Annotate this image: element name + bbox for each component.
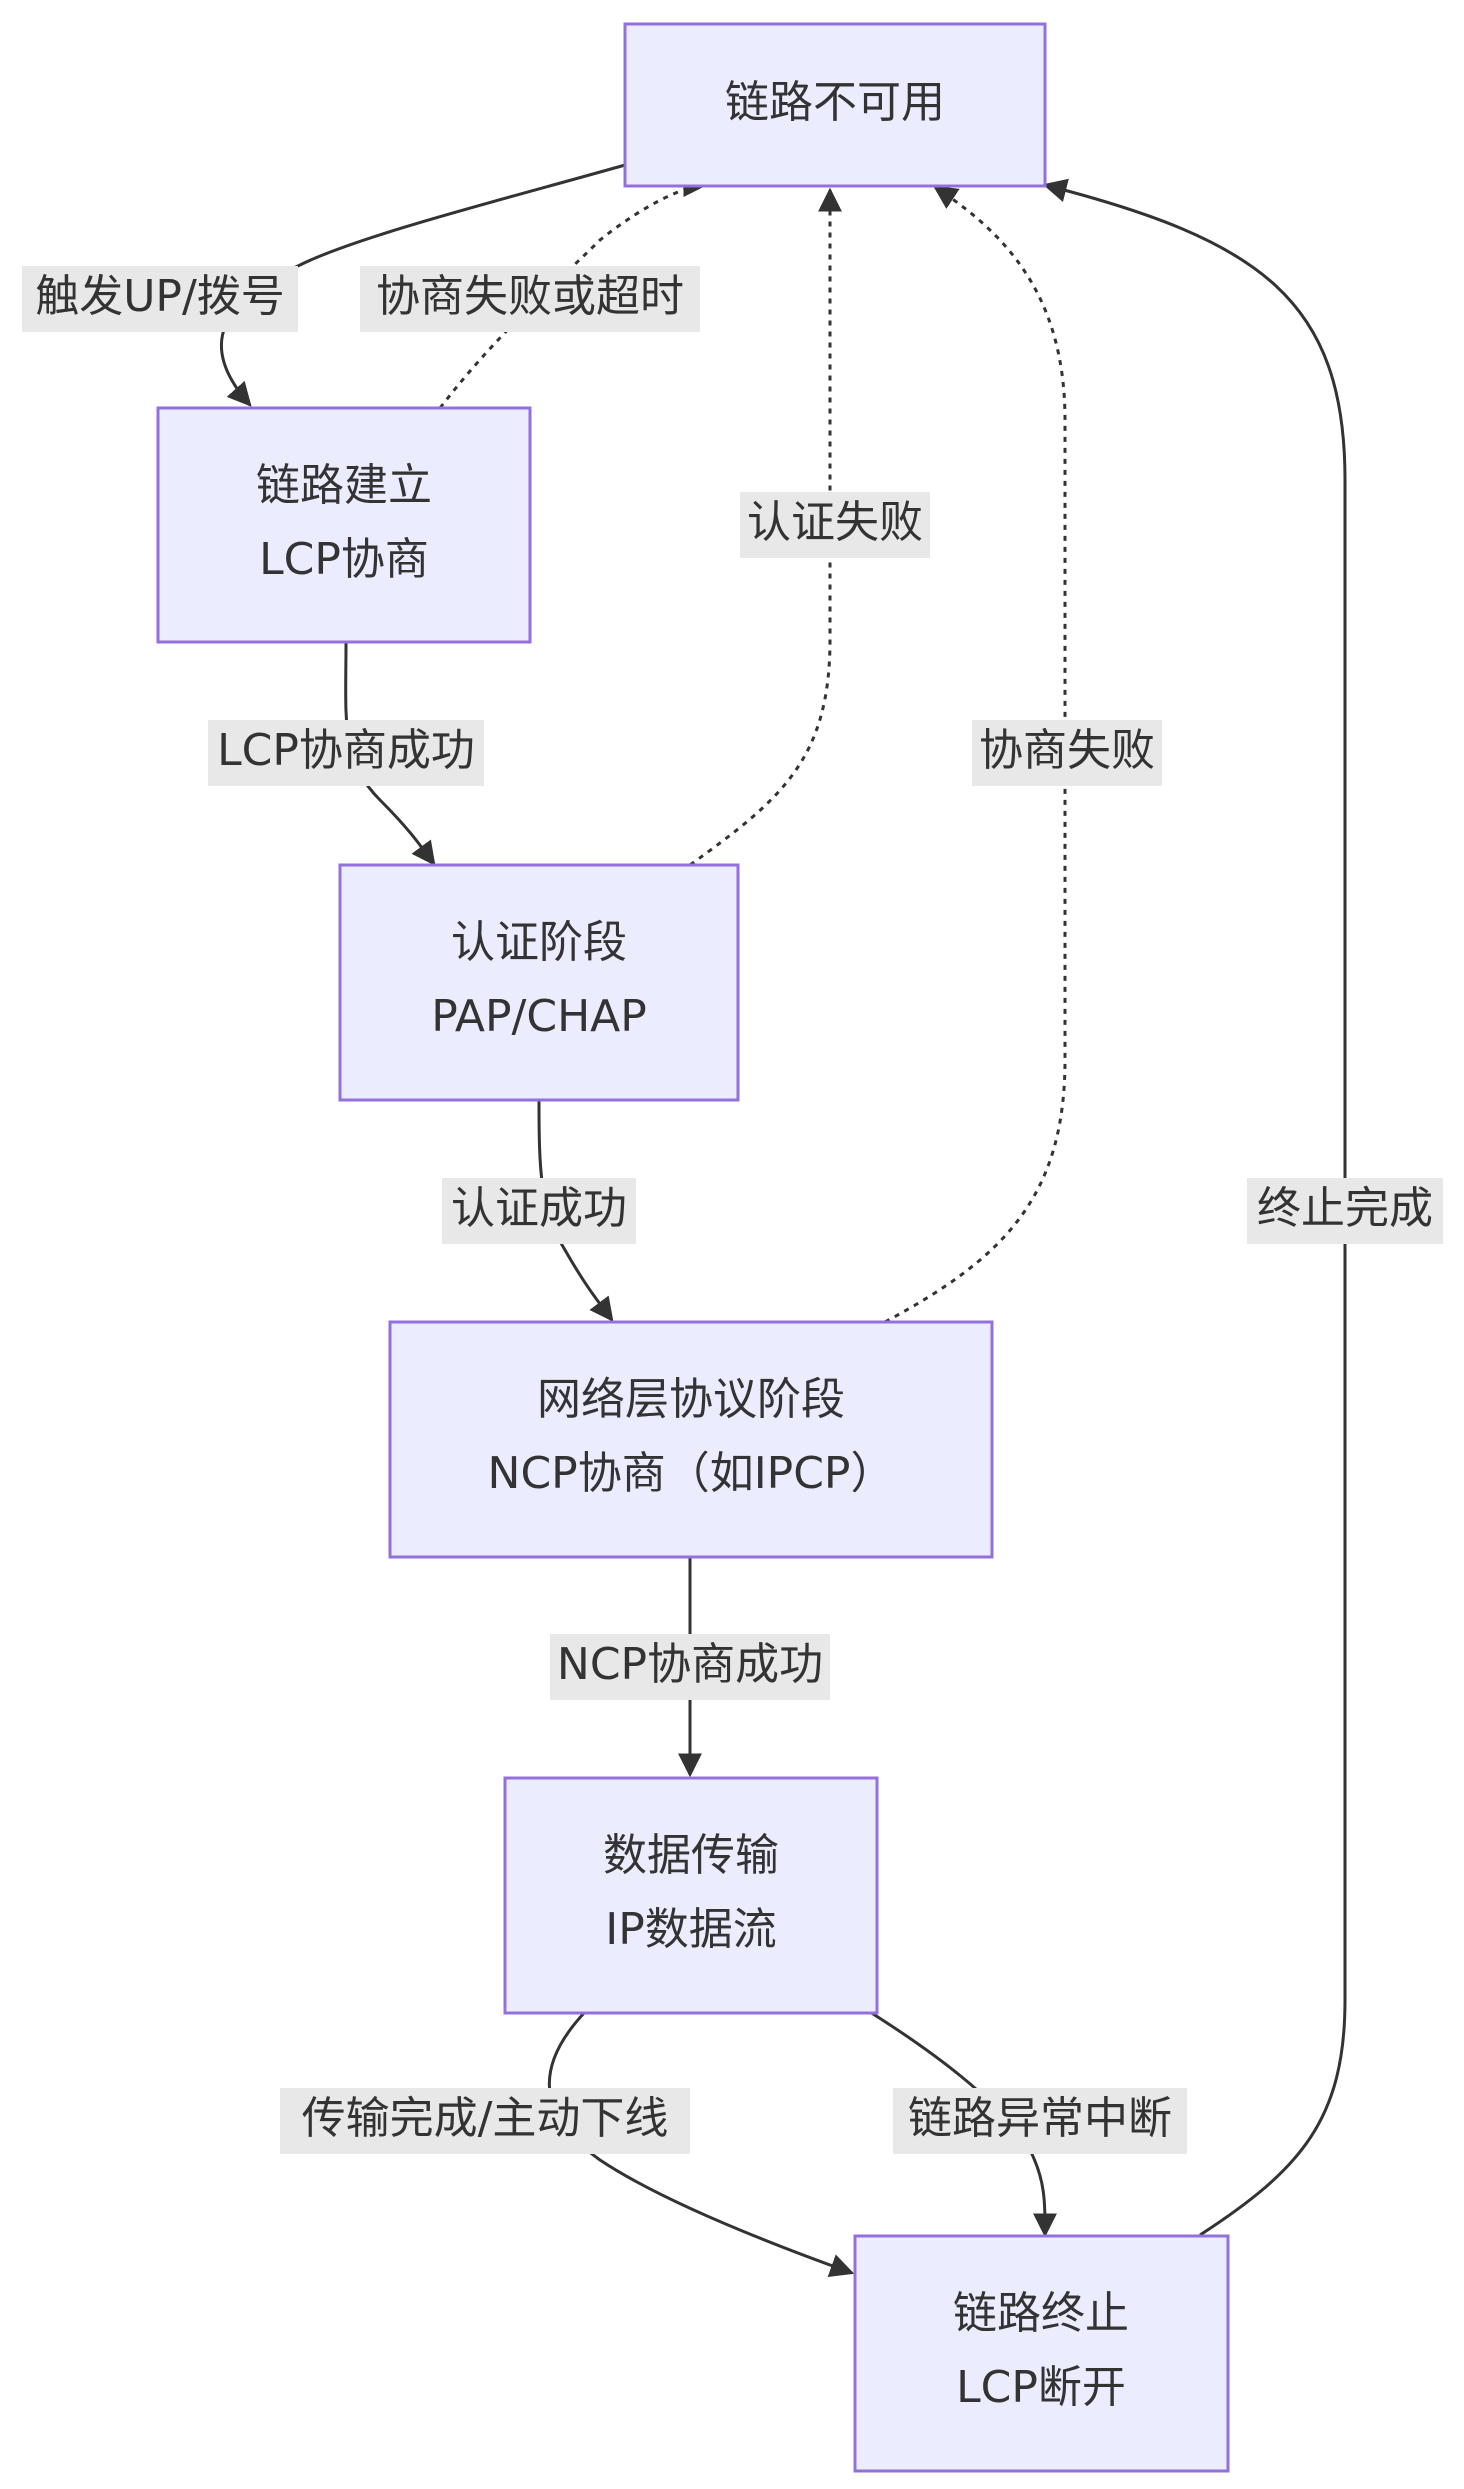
edge-label-auth-success: 认证成功 bbox=[442, 1178, 636, 1244]
svg-text:IP数据流: IP数据流 bbox=[605, 1904, 777, 1955]
edge-lcp-success bbox=[344, 642, 436, 866]
svg-text:网络层协议阶段: 网络层协议阶段 bbox=[537, 1374, 845, 1425]
edge-label-link-abnormal: 链路异常中断 bbox=[893, 2088, 1187, 2154]
svg-text:链路不可用: 链路不可用 bbox=[725, 77, 945, 128]
svg-text:认证失败: 认证失败 bbox=[747, 497, 923, 548]
node-link-unavailable: 链路不可用 bbox=[623, 22, 1047, 188]
edge-auth-fail bbox=[689, 187, 842, 867]
svg-text:终止完成: 终止完成 bbox=[1257, 1183, 1433, 1234]
edge-ncp-fail bbox=[884, 185, 1067, 1324]
edge-terminate-done bbox=[1042, 178, 1347, 2237]
nodes: 链路不可用 链路建立 LCP协商 认证阶段 PAP/CHAP 网络层协议阶段 N… bbox=[156, 22, 1230, 2473]
edges bbox=[220, 163, 1347, 2278]
edge-label-trigger-up: 触发UP/拨号 bbox=[22, 266, 298, 332]
svg-text:链路终止: 链路终止 bbox=[953, 2288, 1129, 2339]
node-link-terminate: 链路终止 LCP断开 bbox=[853, 2234, 1230, 2473]
svg-text:传输完成/主动下线: 传输完成/主动下线 bbox=[302, 2093, 669, 2144]
node-network-layer-phase: 网络层协议阶段 NCP协商（如IPCP） bbox=[388, 1320, 994, 1559]
svg-text:链路异常中断: 链路异常中断 bbox=[908, 2093, 1172, 2144]
node-data-transfer: 数据传输 IP数据流 bbox=[503, 1776, 879, 2015]
edge-label-lcp-success: LCP协商成功 bbox=[208, 720, 484, 786]
edge-lcp-fail bbox=[438, 173, 708, 409]
svg-text:协商失败或超时: 协商失败或超时 bbox=[376, 271, 684, 322]
node-auth-phase: 认证阶段 PAP/CHAP bbox=[338, 863, 740, 1102]
svg-text:LCP断开: LCP断开 bbox=[956, 2362, 1126, 2413]
svg-text:触发UP/拨号: 触发UP/拨号 bbox=[35, 271, 285, 322]
svg-text:LCP协商成功: LCP协商成功 bbox=[217, 725, 475, 776]
edge-label-lcp-fail: 协商失败或超时 bbox=[360, 266, 700, 332]
svg-text:LCP协商: LCP协商 bbox=[259, 534, 429, 585]
edge-label-transfer-done: 传输完成/主动下线 bbox=[280, 2088, 690, 2154]
edge-label-ncp-success: NCP协商成功 bbox=[550, 1634, 830, 1700]
svg-text:PAP/CHAP: PAP/CHAP bbox=[431, 991, 647, 1042]
svg-text:链路建立: 链路建立 bbox=[256, 460, 432, 511]
edge-transfer-done bbox=[547, 2010, 855, 2278]
svg-text:认证成功: 认证成功 bbox=[451, 1183, 627, 1234]
edge-trigger-up bbox=[220, 163, 626, 407]
edge-label-auth-fail: 认证失败 bbox=[740, 492, 930, 558]
svg-text:数据传输: 数据传输 bbox=[603, 1830, 779, 1881]
edge-auth-success bbox=[537, 1099, 614, 1322]
edge-label-ncp-fail: 协商失败 bbox=[972, 720, 1162, 786]
svg-text:认证阶段: 认证阶段 bbox=[451, 917, 627, 968]
edge-labels: 触发UP/拨号 协商失败或超时 认证失败 协商失败 LCP协商成功 认证成功 N… bbox=[22, 266, 1443, 2154]
node-link-establish: 链路建立 LCP协商 bbox=[156, 406, 532, 644]
edge-label-terminate-done: 终止完成 bbox=[1247, 1178, 1443, 1244]
svg-text:NCP协商（如IPCP）: NCP协商（如IPCP） bbox=[488, 1448, 895, 1499]
svg-text:NCP协商成功: NCP协商成功 bbox=[557, 1639, 823, 1690]
svg-text:协商失败: 协商失败 bbox=[979, 725, 1155, 776]
